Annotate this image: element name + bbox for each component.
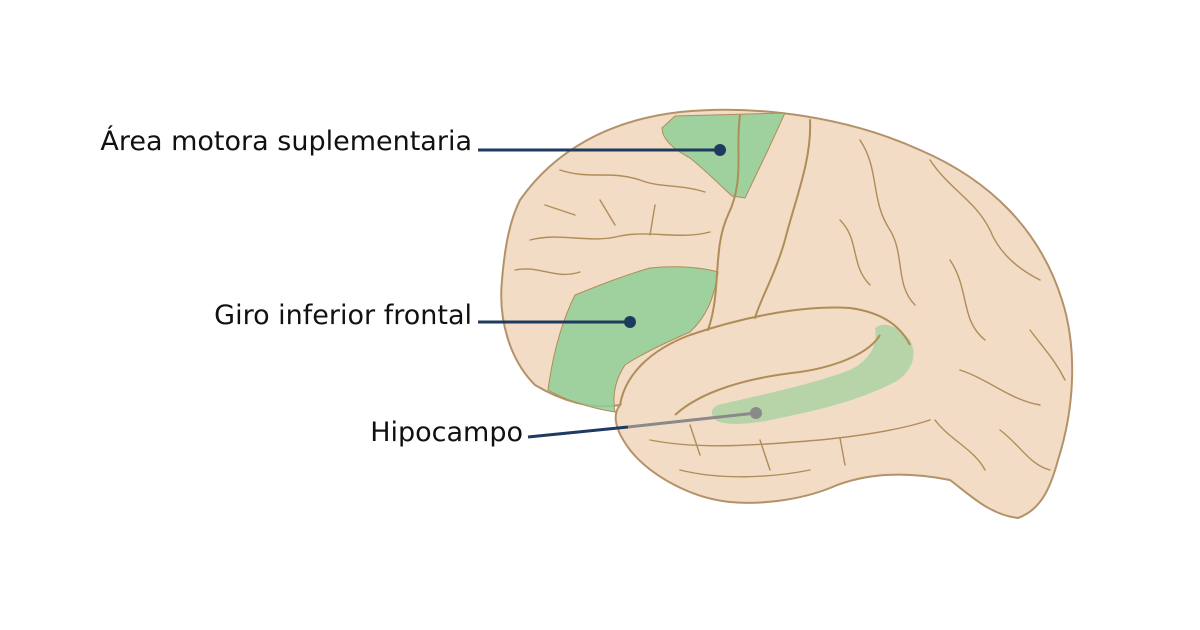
region-hippocampus [711, 324, 914, 424]
occipital-sulcus-1 [959, 369, 1051, 471]
label-supplementary-motor-area: Área motora suplementaria [100, 126, 472, 157]
temporal-lobe-contour [619, 306, 911, 406]
marker-inferior-frontal-gyrus [624, 316, 636, 328]
frontal-sulcus-3 [544, 199, 656, 236]
leader-line-hippocampus-inner [627, 411, 757, 429]
parietal-sulcus-1 [859, 139, 916, 306]
parietal-sulcus-3 [839, 219, 986, 341]
temporal-sulcus-1 [649, 419, 931, 447]
temporal-sulcus-2 [679, 424, 846, 478]
label-inferior-frontal-gyrus: Giro inferior frontal [214, 300, 472, 331]
temporal-inner-contour [674, 334, 881, 416]
frontal-sulcus-2 [529, 231, 711, 241]
brain-outline [500, 108, 1074, 520]
postcentral-sulcus [754, 119, 812, 319]
marker-hippocampus [750, 407, 762, 419]
frontal-sulcus-4 [514, 268, 581, 276]
leader-line-hippocampus [527, 425, 629, 439]
central-sulcus [707, 114, 741, 331]
parietal-sulcus-2 [929, 159, 1041, 281]
label-hippocampus: Hipocampo [370, 417, 523, 448]
occipital-sulcus-2 [934, 329, 1066, 471]
region-inferior-frontal-gyrus [547, 266, 719, 413]
frontal-sulcus-1 [559, 169, 706, 193]
marker-supplementary-motor-area [714, 144, 726, 156]
region-supplementary-motor-area [661, 112, 786, 199]
